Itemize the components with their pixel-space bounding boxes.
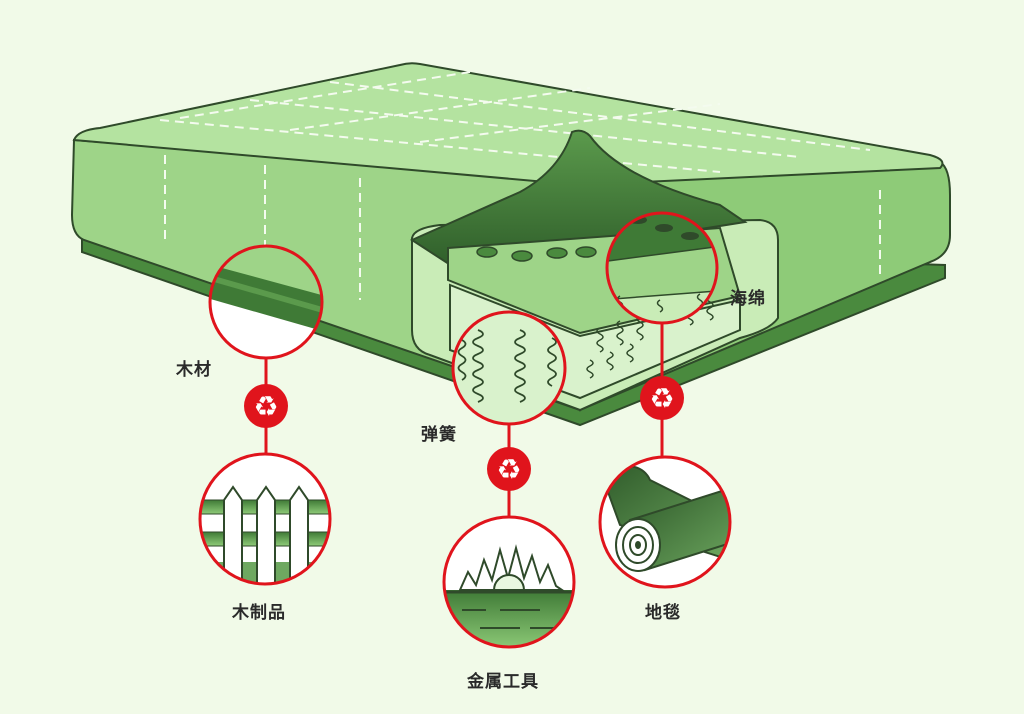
carpet-roll-icon	[600, 464, 730, 572]
label-spring: 弹簧	[421, 425, 457, 445]
label-carpet: 地毯	[645, 603, 681, 623]
fence-product-circle	[198, 452, 332, 586]
quilting-lines	[159, 71, 881, 300]
carpet-product-circle	[598, 455, 732, 589]
label-sponge: 海绵	[730, 289, 766, 309]
recycle-badge-wood: ♻	[244, 384, 288, 428]
saw-product-circle	[442, 515, 576, 649]
recycle-badge-spring: ♻	[487, 447, 531, 491]
fence-icon	[200, 485, 330, 584]
recycle-icon: ♻	[496, 453, 521, 486]
label-metal-tools: 金属工具	[467, 672, 539, 692]
recycle-icon: ♻	[253, 390, 278, 423]
spring-magnifier	[451, 310, 567, 426]
sponge-holes	[476, 246, 597, 262]
label-wood-products: 木制品	[232, 603, 286, 623]
mattress-top	[72, 62, 944, 187]
label-wood: 木材	[176, 360, 212, 380]
recycle-icon: ♻	[649, 382, 674, 415]
wood-magnifier	[208, 244, 324, 360]
recycle-badge-sponge: ♻	[640, 376, 684, 420]
